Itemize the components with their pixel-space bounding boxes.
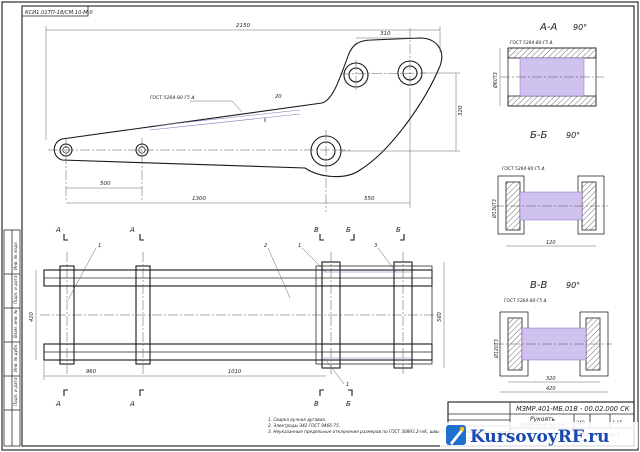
section-bb-weld: ГОСТ 5264-80-Г5 Δ (502, 166, 545, 172)
side-stamp-4: Инв. № дубл. (13, 343, 18, 372)
side-dimensions: 2150 310 500 1300 550 320 20 ГОСТ 5264-8… (45, 23, 464, 208)
dim-right-offset: 550 (364, 196, 375, 202)
note-1: 1. Сварка ручная дуговая. (268, 417, 326, 422)
cut-a-top-left: А (55, 226, 68, 241)
side-stamp-1: Инв. № подл. (13, 241, 18, 270)
arm-side-view (48, 28, 443, 212)
section-aa-rot: 90° (573, 23, 587, 32)
svg-text:А: А (129, 400, 135, 408)
watermark-text: KursovoyRF.ru (470, 427, 609, 447)
side-stamp-3: Взам. инв. № (13, 309, 18, 338)
watermark: KursovoyRF.ru (440, 422, 638, 448)
balloon-part-1-b: 1 (298, 243, 301, 249)
watermark-logo-icon (446, 425, 466, 445)
weld-note-side: ГОСТ 5264-80-Г5 Δ (150, 95, 195, 101)
section-b-b: Б-Б 90° 120 Ø130Т3 ГОСТ 5264-80-Г5 Δ (491, 130, 608, 247)
side-stamp-2: Подп. и дата (13, 275, 18, 304)
section-vv-rot: 90° (566, 281, 580, 290)
part-balloons: 1 2 1 3 1 (67, 243, 397, 388)
svg-text:А: А (129, 226, 135, 234)
stamp-code: КСИ1.01ТП-18/СМ.10-М.0 (25, 10, 93, 16)
weld-seam-upper (151, 109, 301, 127)
left-binding-strip: Инв. № подл. Подп. и дата Взам. инв. № И… (3, 229, 21, 447)
dim-front-height-left: 420 (29, 311, 35, 322)
section-v-v: В-В 90° 320 420 Ø120Т3 ГОСТ 5264-80-Г5 Δ (493, 280, 612, 393)
section-bb-title: Б-Б (530, 130, 547, 141)
cut-a-top-right: А (129, 226, 144, 241)
section-aa-title: А-А (539, 22, 557, 33)
weld-seam-lower (149, 113, 301, 131)
dim-front-mid: 1010 (228, 369, 242, 375)
section-vv-dim-side: Ø120Т3 (493, 339, 500, 359)
section-vv-dim-width: 320 (546, 376, 556, 382)
section-vv-dim-width2: 420 (546, 386, 556, 392)
section-aa-dim-side: Ø60Т3 (492, 72, 499, 89)
cut-b-bot: Б (346, 389, 353, 408)
tb-code: МЗМР.401-МБ.01В - 00.02.000 СК (516, 405, 630, 413)
technical-notes: 1. Сварка ручная дуговая. 2. Электроды Э… (268, 417, 472, 434)
section-vv-title: В-В (530, 280, 547, 291)
top-left-stamp: КСИ1.01ТП-18/СМ.10-М.0 (21, 5, 93, 17)
tb-name: Рукоять (530, 416, 556, 423)
note-2: 2. Электроды Э42 ГОСТ 9466-75. (268, 423, 340, 428)
cut-v-top: В (314, 226, 324, 241)
dim-left-spacing: 500 (100, 181, 111, 187)
arm-front-view (40, 252, 440, 376)
section-vv-weld: ГОСТ 5264-80-Г5 Δ (504, 298, 547, 304)
arm-outline (53, 37, 443, 178)
svg-text:Б: Б (346, 226, 351, 234)
dim-overall-length: 2150 (236, 23, 250, 29)
cut-b-top-right: Б (396, 226, 405, 241)
side-stamp-5: Подп. и дата (13, 377, 18, 406)
svg-text:Б: Б (346, 400, 351, 408)
svg-text:А: А (55, 226, 61, 234)
cut-b-top-left: Б (346, 226, 355, 241)
dim-height: 320 (458, 105, 464, 116)
balloon-part-3: 3 (374, 243, 377, 249)
svg-text:Б: Б (396, 226, 401, 234)
dim-angle: 20 (275, 94, 282, 100)
balloon-part-1-c: 1 (346, 382, 349, 388)
cut-markers: А А В Б Б А А В Б (55, 226, 405, 408)
note-3: 3. Неуказанные предельные отклонения раз… (268, 429, 472, 434)
section-aa-weld: ГОСТ 5264-80-Г5 Δ (510, 40, 553, 46)
dim-front-height-right: 560 (437, 311, 443, 322)
section-bb-dim-side: Ø130Т3 (491, 199, 498, 219)
section-bb-rot: 90° (566, 131, 580, 140)
front-dimensions: 420 560 960 1010 (29, 262, 445, 380)
svg-text:В: В (314, 226, 319, 234)
cut-v-bot: В (314, 389, 324, 408)
svg-text:А: А (55, 400, 61, 408)
section-a-a: А-А 90° Ø60Т3 ГОСТ 5264-80-Г5 Δ (492, 22, 604, 107)
dim-front-left: 960 (86, 369, 97, 375)
section-bb-dim-width: 120 (546, 240, 556, 246)
dim-top-span: 310 (380, 31, 391, 37)
dim-base-length: 1300 (192, 196, 206, 202)
sheet-frame (21, 5, 635, 447)
cut-a-bot-left: А (55, 389, 68, 408)
svg-text:В: В (314, 400, 319, 408)
balloon-part-1-a: 1 (98, 243, 101, 249)
balloon-part-2: 2 (264, 243, 267, 249)
cut-a-bot-right: А (129, 389, 144, 408)
